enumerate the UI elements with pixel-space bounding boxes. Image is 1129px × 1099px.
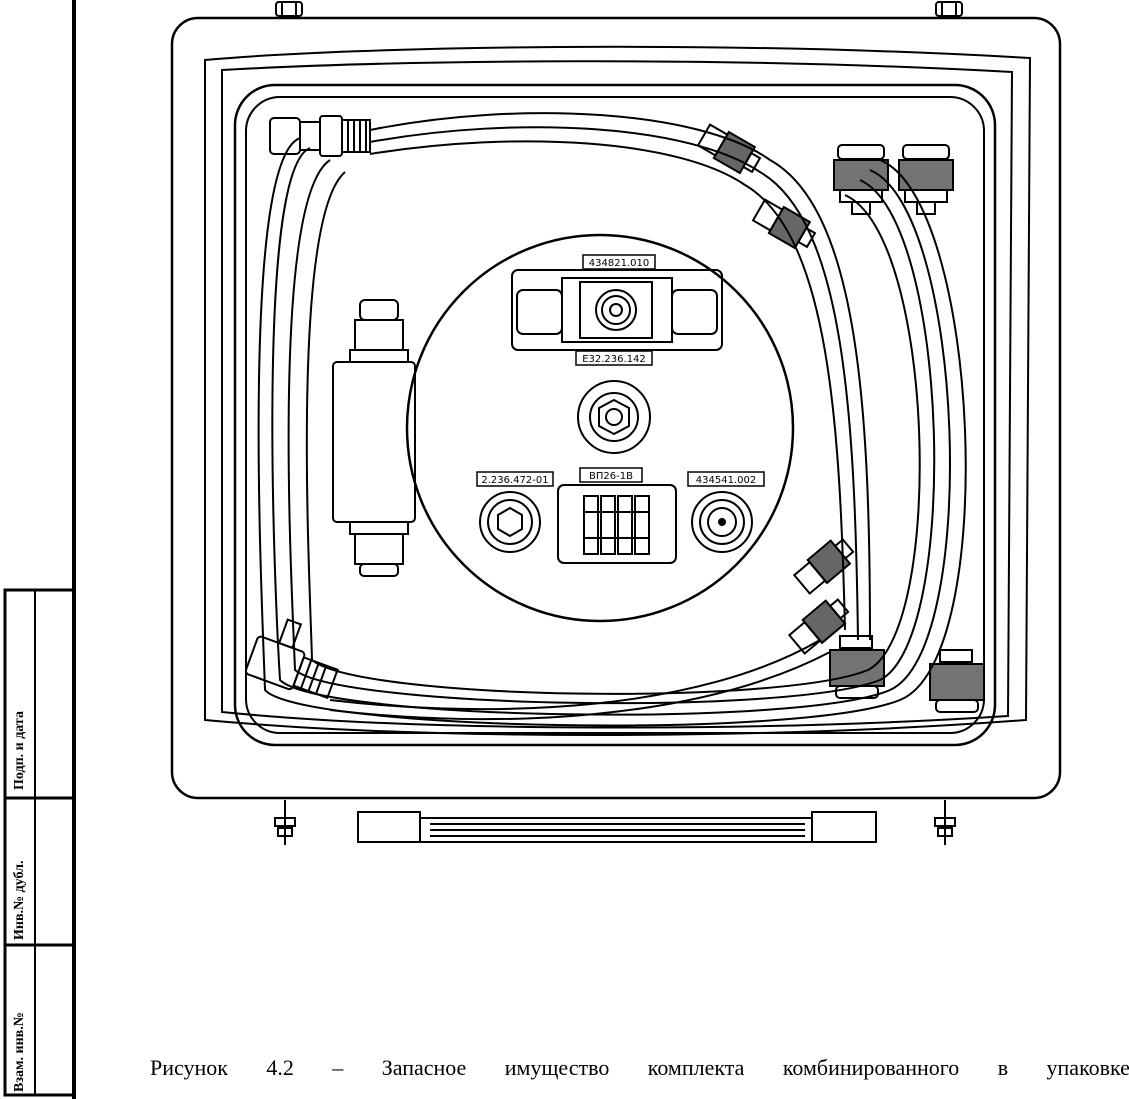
central-disk — [405, 233, 795, 623]
caption-word: Запасное — [381, 1055, 467, 1080]
caption-word: 4.2 — [266, 1055, 294, 1080]
title-block-stamp: Подп. и дата Инв.№ дубл. Взам. инв.№ — [0, 0, 78, 1099]
n-connector-top-2 — [898, 144, 954, 215]
tee-adapter — [511, 269, 723, 351]
case-handle — [357, 811, 877, 843]
attenuator-left — [332, 299, 416, 577]
top-left-latch — [275, 1, 303, 17]
bottom-left-angle-connector — [244, 618, 339, 700]
top-left-cable-connector — [269, 115, 371, 157]
center-n-connector — [577, 380, 651, 454]
foam-outline-outer — [204, 45, 1032, 736]
right-round-connector — [691, 491, 753, 553]
vp26-fuse-holder — [557, 484, 677, 564]
caption-word: – — [332, 1055, 344, 1080]
label-top-tee: 434821.010 — [589, 258, 649, 269]
label-tee-bottom: Е32.236.142 — [582, 354, 646, 365]
label-right-connector: 434541.002 — [696, 475, 756, 486]
sma-connector-upper-1 — [696, 123, 762, 175]
figure-caption: Рисунок 4.2 – Запасное имущество комплек… — [150, 1055, 1129, 1081]
caption-word: имущество — [504, 1055, 610, 1080]
stamp-label-sign-date: Подп. и дата — [12, 711, 27, 790]
left-round-connector — [479, 491, 541, 553]
bottom-right-hinge — [934, 800, 956, 845]
label-box-left-connector — [476, 471, 554, 487]
label-box-tee-bottom — [575, 350, 653, 366]
cable-loops — [257, 112, 967, 727]
foam-outline-inner — [221, 60, 1014, 729]
sma-connector-lower-1 — [792, 538, 855, 595]
stamp-frame — [3, 0, 76, 1099]
caption-word: в — [997, 1055, 1009, 1080]
label-center-box: ВП26-1В — [589, 471, 633, 482]
n-connector-top-1 — [833, 144, 889, 215]
case-inner-frame-2 — [245, 96, 985, 734]
stamp-label-replace-inventory: Взам. инв.№ — [12, 1012, 27, 1092]
label-box-top-tee — [582, 254, 656, 270]
spare-parts-case-drawing: 434821.010 Е32.236.142 2.236.472-01 ВП26… — [170, 1, 1062, 845]
caption-word: упаковке — [1046, 1055, 1129, 1080]
stamp-label-dup-inventory: Инв.№ дубл. — [12, 860, 27, 941]
case-inner-frame — [233, 83, 997, 747]
label-box-right-connector — [687, 471, 765, 487]
bottom-left-hinge — [274, 800, 296, 845]
n-connector-bottom-2 — [929, 649, 985, 713]
caption-word: комбинированного — [782, 1055, 960, 1080]
sma-connector-upper-2 — [751, 198, 817, 250]
label-box-center — [579, 467, 643, 483]
label-left-connector: 2.236.472-01 — [481, 475, 548, 486]
n-connector-bottom-1 — [829, 635, 885, 699]
caption-word: Рисунок — [150, 1055, 228, 1080]
top-right-latch — [935, 1, 963, 17]
caption-word: комплекта — [647, 1055, 745, 1080]
sma-connector-lower-2 — [787, 598, 850, 655]
case-outer-frame — [170, 16, 1062, 800]
